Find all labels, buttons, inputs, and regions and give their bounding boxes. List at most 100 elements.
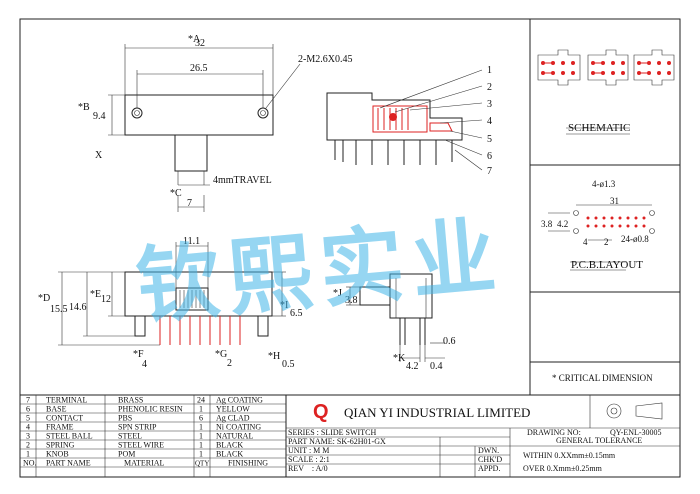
bom-row-3-part: CONTACT [46, 414, 83, 423]
dim-i-value: 6.5 [290, 308, 303, 319]
bom-row-3-no: 5 [26, 414, 30, 423]
title-unit: UNIT : M M [288, 446, 329, 455]
critical-note: * CRITICAL DIMENSION [552, 373, 653, 383]
pcb-pin-holes: 24-ø0.8 [621, 234, 649, 244]
dim-j-value: 3.8 [345, 295, 358, 306]
top-view [108, 44, 301, 212]
bom-row-6-qty: 1 [199, 441, 203, 450]
dim-04: 0.4 [430, 361, 443, 372]
drawing-no: QY-ENL-30005 [610, 428, 662, 437]
bom-header-no: NO. [23, 459, 37, 468]
callout-3: 3 [487, 99, 492, 110]
title-part-name: PART NAME: SK-62H01-GX [288, 437, 386, 446]
bom-row-1-finish: Ag COATING [216, 396, 263, 405]
front-view [58, 242, 286, 346]
bom-row-7-no: 1 [26, 450, 30, 459]
dim-g-label: *G [215, 349, 227, 360]
bom-row-7-part: KNOB [46, 450, 69, 459]
dim-i-label: *I [280, 300, 288, 311]
bom-row-4-part: FRAME [46, 423, 74, 432]
bom-row-4-finish: Ni COATING [216, 423, 261, 432]
bom-row-1-material: BRASS [118, 396, 143, 405]
callout-7: 7 [487, 166, 492, 177]
dim-f-label: *F [133, 349, 144, 360]
bom-row-6-part: SPRING [46, 441, 75, 450]
callout-4: 4 [487, 116, 492, 127]
title-series: SERIES : SLIDE SWITCH [288, 428, 376, 437]
bom-row-2-finish: YELLOW [216, 405, 250, 414]
drawing-no-label: DRAWING NO: [527, 428, 581, 437]
watermark-text: 钦熙实业 [132, 206, 507, 336]
bom-header-finish: FINISHING [228, 459, 268, 468]
dim-b-value: 9.4 [93, 111, 106, 122]
dim-d-value: 15.5 [50, 304, 68, 315]
title-chkd: CHK'D [478, 455, 502, 464]
title-rev: REV : A/0 [288, 464, 328, 473]
bom-row-2-material: PHENOLIC RESIN [118, 405, 183, 414]
bom-row-1-qty: 24 [197, 396, 205, 405]
title-appd: APPD. [478, 464, 500, 473]
title-dwn: DWN. [478, 446, 499, 455]
pcb-pitch2: 2 [604, 237, 609, 247]
dim-x-label: X [95, 150, 103, 161]
pcb-span: 31 [610, 196, 619, 206]
bom-row-6-material: STEEL WIRE [118, 441, 164, 450]
dim-a-label: *A [188, 34, 201, 45]
side-view-top [326, 69, 483, 171]
bom-row-2-no: 6 [26, 405, 30, 414]
dim-h-value: 0.5 [282, 359, 295, 370]
bom-header-material: MATERIAL [124, 459, 165, 468]
bom-row-3-qty: 6 [199, 414, 203, 423]
tolerance-1: WITHIN 0.XXmm±0.15mm [523, 451, 616, 460]
dim-c-label: *C [170, 188, 182, 199]
bom-row-7-material: POM [118, 450, 135, 459]
pcb-row-a: 3.8 [541, 219, 553, 229]
bom-row-5-qty: 1 [199, 432, 203, 441]
bom-row-2-qty: 1 [199, 405, 203, 414]
dim-c-value: 7 [187, 198, 192, 209]
dim-knob-width: 11.1 [183, 236, 200, 247]
dim-j-label: *J [333, 288, 342, 299]
tolerance-2: OVER 0.Xmm±0.25mm [523, 464, 603, 473]
bom-row-4-material: SPN STRIP [118, 423, 157, 432]
dim-a-value: 32 [195, 38, 205, 49]
bom-header-qty: QTY [195, 460, 209, 468]
bom-row-5-material: STEEL [118, 432, 142, 441]
dim-k-label: *K [393, 353, 406, 364]
title-block [286, 395, 680, 477]
dim-g-value: 2 [227, 358, 232, 369]
schematic-diagram [537, 49, 675, 135]
company-name: QIAN YI INDUSTRIAL LIMITED [344, 405, 530, 420]
dim-h-label: *H [268, 351, 280, 362]
dim-146: 14.6 [69, 302, 87, 313]
bom-row-4-no: 4 [26, 423, 30, 432]
callout-6: 6 [487, 151, 492, 162]
dim-06: 0.6 [443, 336, 456, 347]
dim-e-label: *E [90, 289, 101, 300]
sheet-border [19, 18, 681, 478]
bom-row-5-no: 3 [26, 432, 30, 441]
pcb-row-b: 4.2 [557, 219, 568, 229]
bom-row-1-part: TERMINAL [46, 396, 87, 405]
bom-row-7-finish: BLACK [216, 450, 243, 459]
company-logo: Q [313, 401, 329, 423]
bom-row-6-no: 2 [26, 441, 30, 450]
bom-row-7-qty: 1 [199, 450, 203, 459]
dim-f-value: 4 [142, 359, 147, 370]
side-view-bottom [346, 273, 445, 362]
dim-e-value: 12 [101, 294, 111, 305]
dim-hole-spec: 2-M2.6X0.45 [298, 54, 352, 65]
schematic-label: SCHEMATIC [568, 122, 630, 134]
bom-row-3-material: PBS [118, 414, 132, 423]
bom-row-3-finish: Ag CLAD [216, 414, 250, 423]
pcb-pitch: 4 [583, 237, 588, 247]
callout-5: 5 [487, 134, 492, 145]
dim-b-label: *B [78, 102, 90, 113]
bom-row-5-finish: NATURAL [216, 432, 253, 441]
bom-row-4-qty: 1 [199, 423, 203, 432]
dim-travel: 4mmTRAVEL [213, 175, 272, 186]
dim-hole-span: 26.5 [190, 63, 208, 74]
bom-row-6-finish: BLACK [216, 441, 243, 450]
dim-k-value: 4.2 [406, 361, 419, 372]
